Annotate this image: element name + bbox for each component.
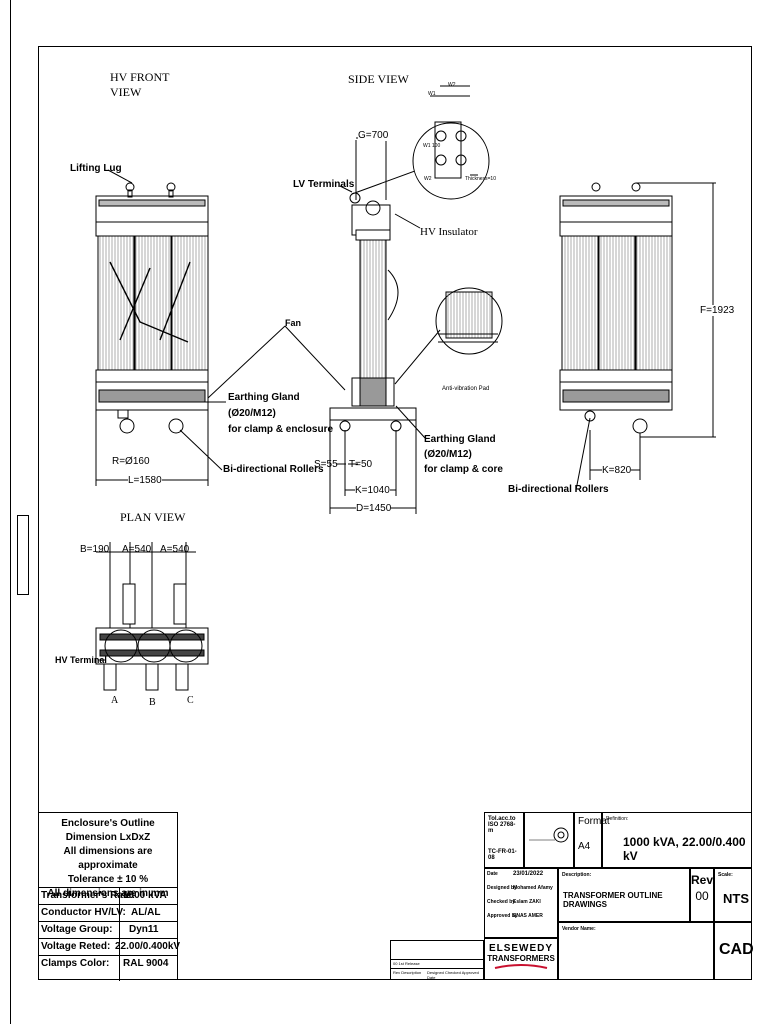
elsewedy-logo: ELSEWEDY [488, 943, 554, 954]
info-heading-3: Tolerance ± 10 % [67, 874, 149, 885]
dim-w2: W2 [448, 82, 456, 88]
dim-k-right: K=820 [602, 465, 632, 476]
hv-front-view-title: HV FRONT VIEW [110, 70, 170, 99]
info-row: Voltage Reted:22.00/0.400kV [39, 938, 180, 956]
sheet-edge-line [10, 0, 11, 1024]
dim-l: L=1580 [128, 475, 162, 486]
info-heading-1: Enclosure's Outline Dimension LxDxZ [61, 818, 155, 843]
info-heading-2: All dimensions are approximate [63, 846, 153, 871]
scale-cell: Scale: NTS [714, 868, 752, 922]
dim-a1-plan: A=540 [122, 544, 152, 555]
projection-symbol [524, 812, 574, 868]
logo-cell: ELSEWEDY TRANSFORMERS [484, 938, 558, 980]
dim-w2-small: W2 [424, 176, 432, 182]
dim-s: S=55 [314, 459, 338, 470]
dim-a2-plan: A=540 [160, 544, 190, 555]
lv-terminals-label: LV Terminals [293, 179, 355, 190]
cad-cell: CAD [714, 922, 754, 980]
rev-cell: Rev. 00 [690, 868, 715, 922]
bi-directional-rollers-label: Bi-directional Rollers [223, 464, 324, 475]
hv-front-view [95, 169, 346, 486]
dim-g: G=700 [358, 130, 389, 141]
dim-r: R=Ø160 [112, 456, 150, 467]
hv-insulator-label: HV Insulator [420, 226, 478, 238]
side-view [329, 85, 503, 514]
info-row: Conductor HV/LV:AL/AL [39, 904, 177, 922]
plan-view [95, 542, 209, 691]
description-cell: Description: TRANSFORMER OUTLINE DRAWING… [558, 868, 690, 922]
transformers-logo: TRANSFORMERS [487, 954, 555, 963]
format-cell: Format A4 [574, 812, 610, 868]
definition-cell: Definition: 1000 kVA, 22.00/0.400 kV [602, 812, 752, 868]
date-cell: Date 23/01/2022 Designed by Mohamed Afam… [484, 868, 558, 938]
vendor-cell: Vendor Name: [558, 922, 714, 980]
info-row: Transformer's Rate:1000 kVA [39, 887, 177, 905]
anti-vibration-pad-label: Anti-vibration Pad [442, 386, 490, 392]
transformer-info-table: Enclosure's Outline Dimension LxDxZ All … [38, 812, 180, 981]
earthing-gland-enclosure-label: Earthing Gland (Ø20/M12) for clamp & enc… [228, 392, 334, 435]
fan-label: Fan [285, 318, 302, 328]
dim-k-side: K=1040 [355, 485, 390, 496]
earthing-gland-core-label: Earthing Gland (Ø20/M12) for clamp & cor… [424, 434, 503, 475]
plan-view-title: PLAN VIEW [120, 510, 186, 524]
phase-b-label: B [149, 697, 156, 708]
info-row: Voltage Group:Dyn11 [39, 921, 177, 939]
dim-b-plan: B=190 [80, 544, 110, 555]
phase-a-label: A [111, 695, 119, 706]
info-heading-4: All dimensions are in mm [47, 888, 169, 899]
info-row: Clamps Color:RAL 9004 [39, 955, 177, 973]
dim-t: T=50 [349, 459, 373, 470]
lifting-lug-label: Lifting Lug [70, 163, 122, 174]
dim-f: F=1923 [700, 305, 735, 316]
phase-c-label: C [187, 695, 194, 706]
side-view-title: SIDE VIEW [348, 72, 409, 86]
title-block [484, 812, 752, 980]
tolerance-cell: Tol.acc.to ISO 2768-m TC-FR-01-08 [484, 812, 524, 868]
bi-directional-rollers-right-label: Bi-directional Rollers [508, 484, 609, 495]
dim-w1-100: W1 100 [423, 143, 441, 149]
end-view [559, 182, 716, 491]
hv-terminal-label: HV Terminal [55, 655, 107, 665]
revision-table: 00 1st Release Rev Description Designed … [390, 940, 484, 980]
thickness-label: Thickness=10 [465, 176, 496, 182]
dim-w1: W1 [428, 91, 436, 97]
dim-d: D=1450 [356, 503, 392, 514]
